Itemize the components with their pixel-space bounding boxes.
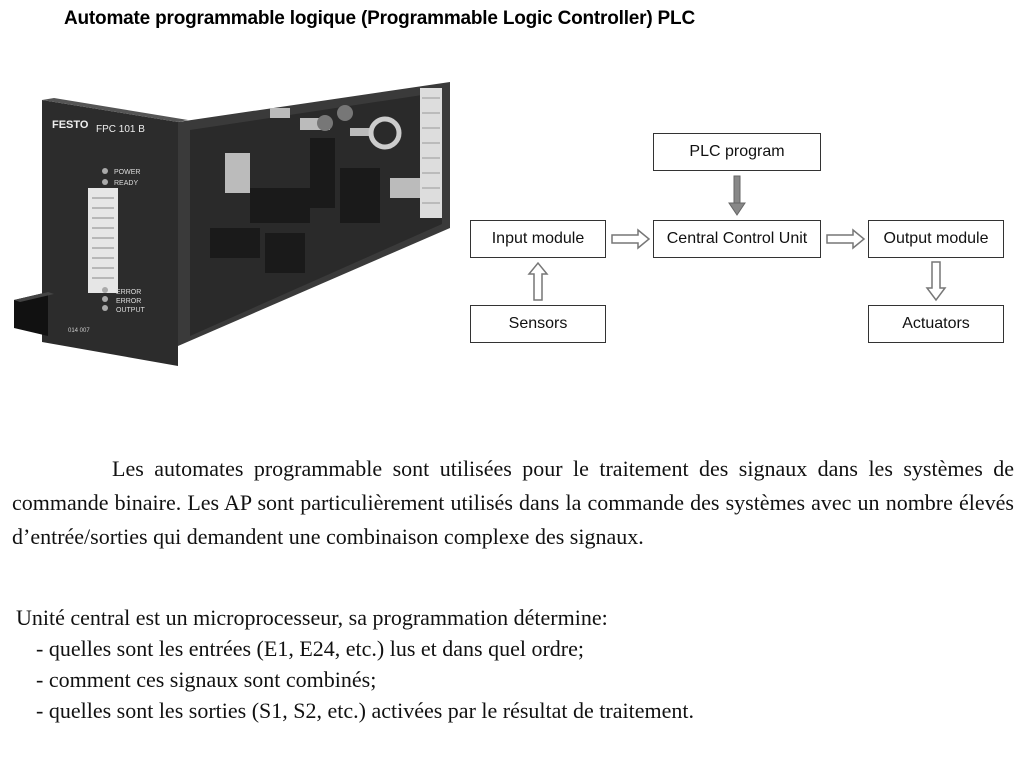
sensors-box: Sensors <box>470 305 606 343</box>
list-item: - comment ces signaux sont combinés; <box>36 667 377 692</box>
intro-paragraph: Les automates programmable sont utilisée… <box>12 456 1014 549</box>
list-item: - quelles sont les entrées (E1, E24, etc… <box>36 636 585 661</box>
arrow-up-icon <box>527 261 549 301</box>
plc-program-box: PLC program <box>653 133 821 171</box>
plc-module-photo: FESTO FPC 101 B POWER READY ERROR ERROR … <box>14 82 450 366</box>
actuators-box: Actuators <box>868 305 1004 343</box>
central-control-unit-box: Central Control Unit <box>653 220 821 258</box>
page-title: Automate programmable logique (Programma… <box>64 8 695 29</box>
part-number-label: 014 007 <box>68 328 90 334</box>
output-module-box: Output module <box>868 220 1004 258</box>
led-label-power: POWER <box>114 169 140 176</box>
arrow-right-icon <box>826 228 866 250</box>
led-label-ready: READY <box>114 180 138 187</box>
arrow-down-icon <box>728 175 746 216</box>
input-module-box: Input module <box>470 220 606 258</box>
cpu-intro-line: Unité central est un microprocesseur, sa… <box>16 605 608 630</box>
model-label: FPC 101 B <box>96 124 145 135</box>
led-label-error-2: ERROR <box>116 298 141 305</box>
arrow-down-icon <box>925 261 947 302</box>
arrow-right-icon <box>611 228 651 250</box>
brand-label: FESTO <box>52 119 89 131</box>
led-label-error-1: ERROR <box>116 289 141 296</box>
cpu-description: Unité central est un microprocesseur, sa… <box>16 602 1006 726</box>
led-label-output: OUTPUT <box>116 307 146 314</box>
list-item: - quelles sont les sorties (S1, S2, etc.… <box>36 698 694 723</box>
